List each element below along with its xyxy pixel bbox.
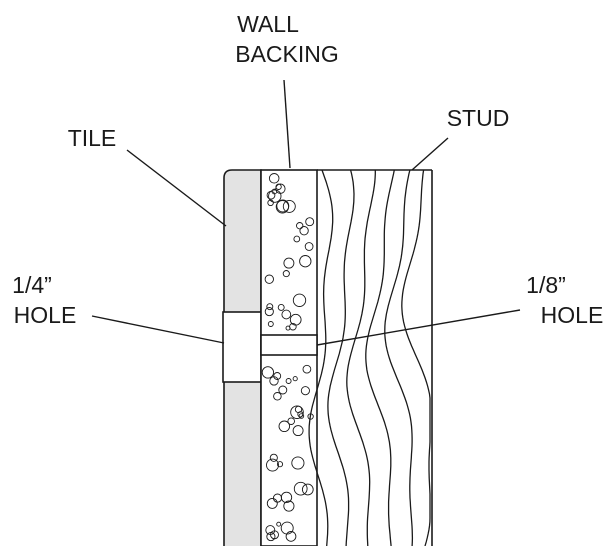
backing-dot xyxy=(261,366,275,379)
backing-dot xyxy=(292,376,298,382)
backing-dot xyxy=(280,491,293,504)
backing-dot xyxy=(266,303,274,311)
backing-dot xyxy=(276,199,290,213)
backing-dot xyxy=(285,531,297,542)
backing-dot xyxy=(304,242,314,251)
backing-dot xyxy=(266,190,276,200)
backing-dot xyxy=(300,386,310,396)
tile-layer xyxy=(222,169,262,546)
wall-backing-body xyxy=(260,169,318,546)
leader-lines xyxy=(91,79,521,346)
backing-dot xyxy=(291,456,305,470)
backing-dot xyxy=(289,313,302,326)
labels: WALL BACKING STUD TILE 1/4” HOLE 1/8” HO… xyxy=(12,11,603,328)
backing-dot xyxy=(269,453,278,462)
backing-dot xyxy=(276,521,282,527)
grain-line xyxy=(327,169,355,546)
grain-line xyxy=(365,169,395,546)
backing-dot xyxy=(296,222,304,230)
quarter-hole-leader xyxy=(91,315,225,344)
backing-dot xyxy=(266,532,276,542)
stud-leader xyxy=(411,137,449,171)
backing-dot xyxy=(278,385,288,395)
stud-wood-grain xyxy=(308,169,431,546)
backing-dot xyxy=(282,199,296,213)
backing-dot xyxy=(298,413,305,419)
backing-dot xyxy=(290,405,304,419)
backing-dot xyxy=(267,199,274,207)
backing-dot xyxy=(301,483,314,496)
wall-backing-label-line2: BACKING xyxy=(235,41,339,67)
quarter-inch-hole xyxy=(222,311,262,383)
backing-dot xyxy=(277,303,285,311)
backing-dot xyxy=(264,307,274,317)
quarter-hole-label-line1: 1/4” xyxy=(12,272,52,298)
tile-label: TILE xyxy=(68,125,117,151)
backing-dot xyxy=(273,392,282,401)
backing-dot xyxy=(292,425,304,437)
backing-dot xyxy=(285,325,291,331)
backing-dot xyxy=(273,372,282,380)
backing-dot xyxy=(294,405,303,414)
quarter-hole-label-line2: HOLE xyxy=(14,302,77,328)
backing-dot xyxy=(283,500,295,512)
backing-dot xyxy=(278,420,291,433)
backing-dot xyxy=(305,217,315,227)
backing-aggregate-dots xyxy=(261,173,315,542)
backing-dot xyxy=(267,321,274,327)
backing-dot xyxy=(268,173,280,184)
backing-dot xyxy=(264,274,274,284)
stud-layer xyxy=(308,169,433,546)
backing-dot xyxy=(265,525,276,536)
backing-dot xyxy=(281,309,292,320)
backing-dot xyxy=(285,378,292,384)
backing-dot xyxy=(299,255,312,268)
backing-dot xyxy=(282,270,290,278)
backing-dot xyxy=(287,417,295,425)
wall-backing-leader xyxy=(283,79,291,169)
backing-dot xyxy=(268,189,282,203)
grain-line xyxy=(384,169,414,546)
wall-backing-label-line1: WALL xyxy=(237,11,299,37)
backing-dot xyxy=(266,497,278,509)
wall-backing-layer xyxy=(260,169,318,546)
eighth-inch-hole xyxy=(260,334,318,356)
backing-dot xyxy=(292,293,307,307)
grain-line xyxy=(346,170,376,546)
backing-dot xyxy=(283,257,295,269)
backing-dot xyxy=(275,183,286,194)
tile-leader xyxy=(126,149,227,227)
backing-dot xyxy=(302,364,312,374)
grain-line xyxy=(308,169,334,546)
backing-dot xyxy=(266,458,279,472)
eighth-hole-label-line2: HOLE xyxy=(541,302,604,328)
eighth-hole-leader xyxy=(316,309,521,346)
backing-dot xyxy=(293,481,308,496)
backing-dot xyxy=(293,235,301,243)
backing-dot xyxy=(280,521,294,535)
eighth-hole-label-line1: 1/8” xyxy=(526,272,566,298)
backing-dot xyxy=(299,226,309,236)
grain-line xyxy=(401,169,431,546)
stud-label: STUD xyxy=(447,105,510,131)
backing-dot xyxy=(276,461,284,468)
